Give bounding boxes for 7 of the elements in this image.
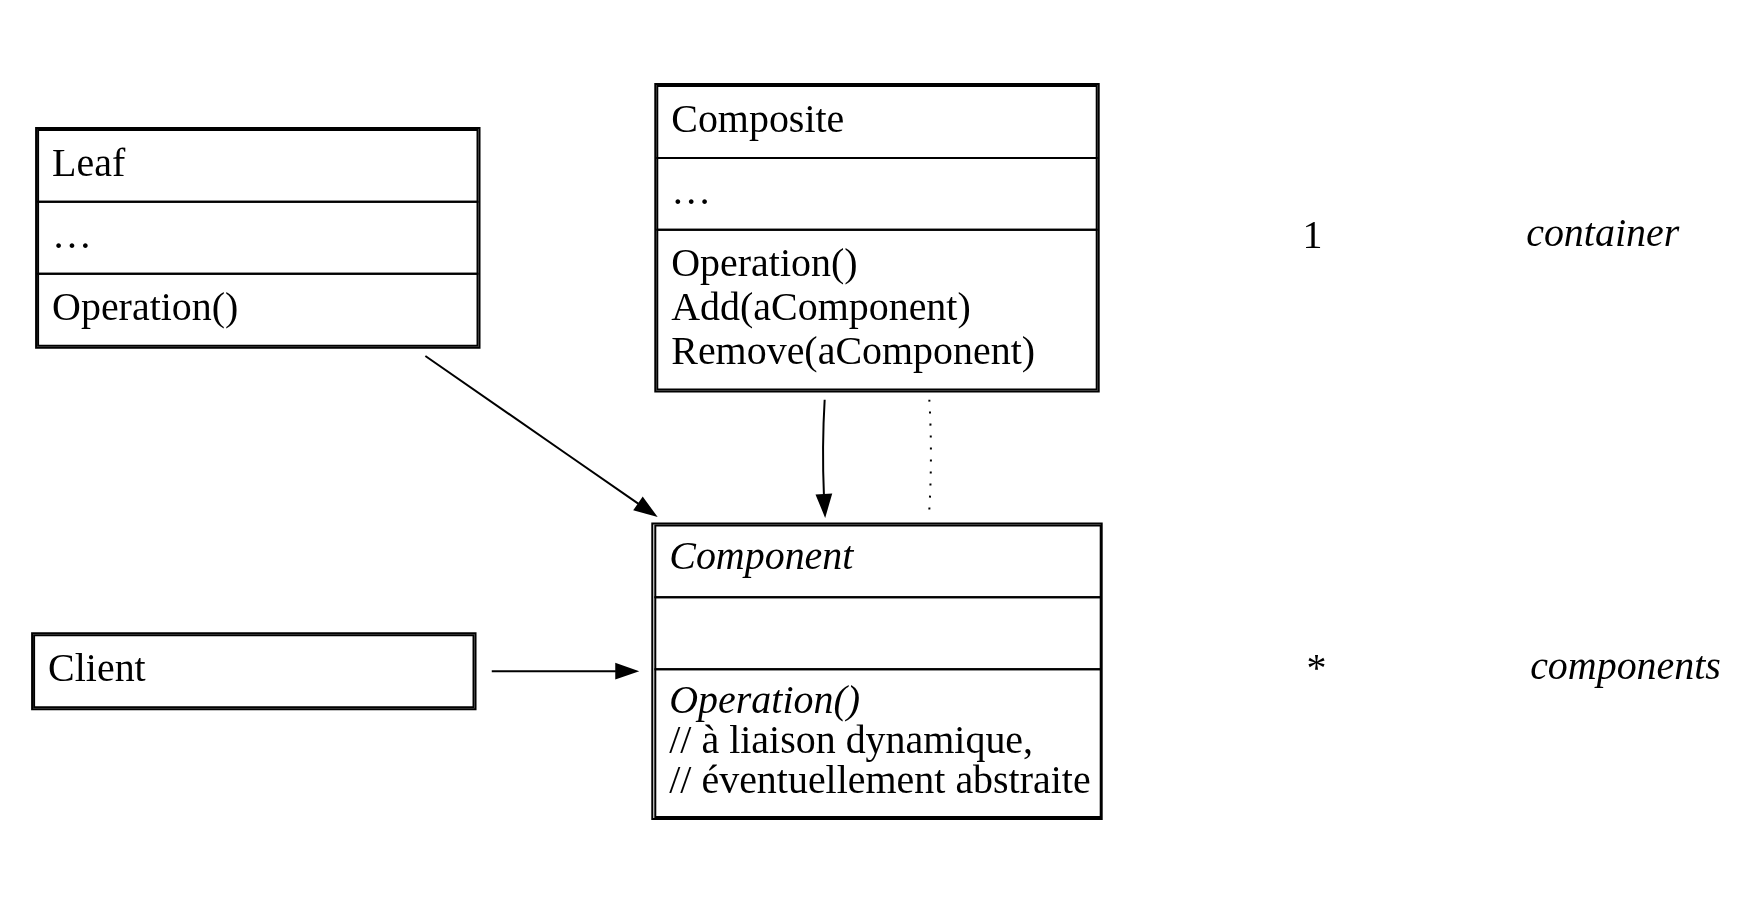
- arrow: [424, 354, 658, 517]
- label: 1: [1302, 211, 1323, 257]
- arrow: [815, 398, 833, 518]
- arrow: [490, 662, 640, 680]
- label: components: [1530, 642, 1721, 688]
- label: *: [1306, 644, 1327, 690]
- label: container: [1526, 209, 1680, 255]
